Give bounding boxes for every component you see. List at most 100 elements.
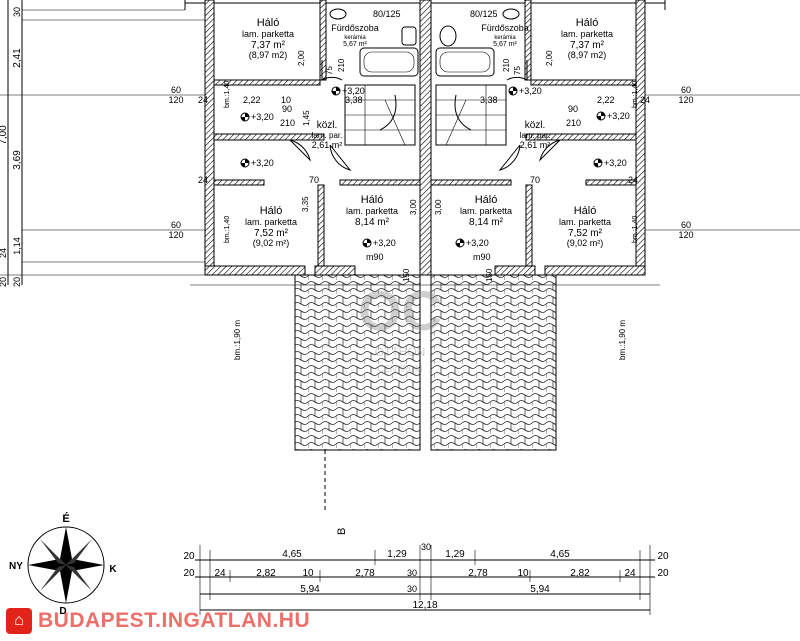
room-floor: kerámia (344, 35, 366, 41)
room-halo-bottom-mid-left: Háló lam. parketta 8,14 m² (346, 194, 398, 228)
dim-145: 1,45 (302, 110, 311, 126)
room-area: 7,37 m² (251, 40, 286, 51)
level-text: +3,20 (466, 238, 489, 248)
room-halo-bottom-mid-right: Háló lam. parketta 8,14 m² (460, 194, 512, 228)
left-dim-369: 3,69 (12, 150, 23, 170)
bm-140-tr: bm.:1,40 (632, 81, 639, 108)
section-marker-b: B (336, 528, 348, 535)
left-dimension-chain: 30 2,41 7,00 3,69 1,14 24 20 20 (0, 0, 205, 287)
dim-r2-7: 10 (517, 568, 529, 579)
bottom-dimension-chain: 20 4,65 1,29 30 1,29 4,65 20 20 24 2,82 … (183, 542, 669, 615)
dim-338-right: 3,38 (480, 95, 498, 105)
compass-west: NY (9, 561, 23, 572)
window-height-left-bottom: 120 (168, 230, 183, 240)
brand-logo: ⌂ BUDAPEST.INGATLAN.HU (6, 607, 310, 635)
dim-r2-8: 2,82 (570, 568, 590, 579)
room-gross-area: (8,97 m2) (568, 50, 607, 60)
room-kozl-left: közl. lam. par. 2,61 m² (312, 120, 343, 150)
level-text: +3,20 (251, 158, 274, 168)
dim-r2-6: 2,78 (468, 568, 488, 579)
room-gross-area: (9,02 m²) (567, 238, 604, 248)
left-dim-24: 24 (0, 248, 8, 258)
window-heights: 60 120 60 120 60 120 60 120 (168, 85, 800, 240)
dim-24-bl: 24 (198, 175, 208, 185)
room-name: Háló (260, 205, 283, 217)
compass-east: K (109, 564, 117, 575)
room-halo-top-right: Háló lam. parketta 7,37 m² (8,97 m2) (561, 17, 613, 60)
room-name: Fürdőszoba (481, 23, 529, 33)
level-text: +3,20 (519, 86, 542, 96)
room-halo-bottom-right: Háló lam. parketta 7,52 m² (9,02 m²) (559, 205, 611, 248)
dim-210-left: 210 (280, 118, 295, 128)
room-gross-area: (8,97 m2) (249, 50, 288, 60)
dim-r2-2: 2,82 (256, 568, 276, 579)
dim-r1-1: 4,65 (282, 549, 302, 560)
room-name: Háló (475, 194, 498, 206)
bm-140-tl: bm.:1,40 (224, 81, 231, 108)
room-area: 7,37 m² (570, 40, 605, 51)
room-area: 2,61 m² (312, 140, 343, 150)
dim-r2-3: 10 (302, 568, 314, 579)
level-text: +3,20 (342, 86, 365, 96)
room-area: 8,14 m² (469, 217, 504, 228)
room-floor: lam. par. (520, 131, 551, 140)
compass-south: D (59, 606, 66, 617)
window-height-left-top: 120 (168, 95, 183, 105)
level-marker: +3,20 (455, 238, 489, 248)
staircase-right (435, 84, 507, 146)
left-dim-114: 1,14 (12, 237, 22, 255)
room-bath-right: Fürdőszoba kerámia 5,67 m² (481, 23, 529, 48)
level-text: +3,20 (607, 111, 630, 121)
dim-r2-1: 24 (214, 568, 226, 579)
staircase-left (344, 84, 416, 146)
room-floor: lam. parketta (460, 206, 512, 216)
level-text: +3,20 (373, 238, 396, 248)
level-text: +3,20 (251, 112, 274, 122)
left-dim-20a: 20 (0, 277, 8, 287)
dim-24-br: 24 (628, 175, 638, 185)
dim-r1-2: 1,29 (387, 549, 407, 560)
watermark-line1: OTTHON (375, 345, 426, 359)
level-marker: +3,20 (240, 158, 274, 168)
room-floor: lam. parketta (346, 206, 398, 216)
room-kozl-right: közl. lam. par. 2,61 m² (520, 120, 551, 150)
left-dim-30: 30 (12, 7, 22, 17)
dim-r2-9: 24 (624, 568, 636, 579)
level-marker: +3,20 (362, 238, 396, 248)
level-marker: +3,20 (508, 86, 542, 96)
dim-70-left: 70 (309, 175, 319, 185)
dim-300-left: 3,00 (409, 199, 418, 215)
window-height-right-bottom: 120 (678, 230, 693, 240)
room-name: Háló (576, 17, 599, 29)
dim-10: 10 (281, 95, 291, 105)
compass-north: É (62, 512, 69, 525)
level-marker: +3,20 (331, 86, 365, 96)
dim-300-right: 3,00 (434, 199, 443, 215)
room-area: 5,67 m² (493, 41, 517, 48)
dim-200-right: 2,00 (545, 50, 554, 66)
room-area: 7,52 m² (568, 228, 603, 239)
dim-200-left: 2,00 (297, 50, 306, 66)
brand-text: BUDAPEST.INGATLAN.HU (38, 609, 311, 632)
watermark: OC OTTHON CENTRUM (358, 279, 442, 374)
dim-75-left: 75 (325, 66, 334, 75)
dim-r1-5: 4,65 (550, 549, 570, 560)
door-m90-right: m90 (473, 252, 491, 262)
dim-75-right: 75 (513, 66, 522, 75)
dim-r1-3: 30 (421, 542, 431, 552)
room-floor: lam. parketta (559, 217, 611, 227)
dim-r1-0: 20 (183, 551, 195, 562)
dim-r2-0: 20 (183, 568, 195, 579)
room-floor: lam. parketta (242, 29, 294, 39)
window-height-right-top: 120 (678, 95, 693, 105)
room-floor: lam. parketta (245, 217, 297, 227)
window-sill-left-top: 60 (171, 85, 181, 95)
dim-150-right: 150 (485, 268, 494, 282)
bathroom-fixtures (329, 8, 520, 77)
room-name: közl. (525, 120, 546, 131)
dim-150-left: 150 (402, 268, 411, 282)
room-bath-left: Fürdőszoba kerámia 5,67 m² (331, 23, 379, 48)
level-marker: +3,20 (240, 112, 274, 122)
window-sill-right-top: 60 (681, 85, 691, 95)
